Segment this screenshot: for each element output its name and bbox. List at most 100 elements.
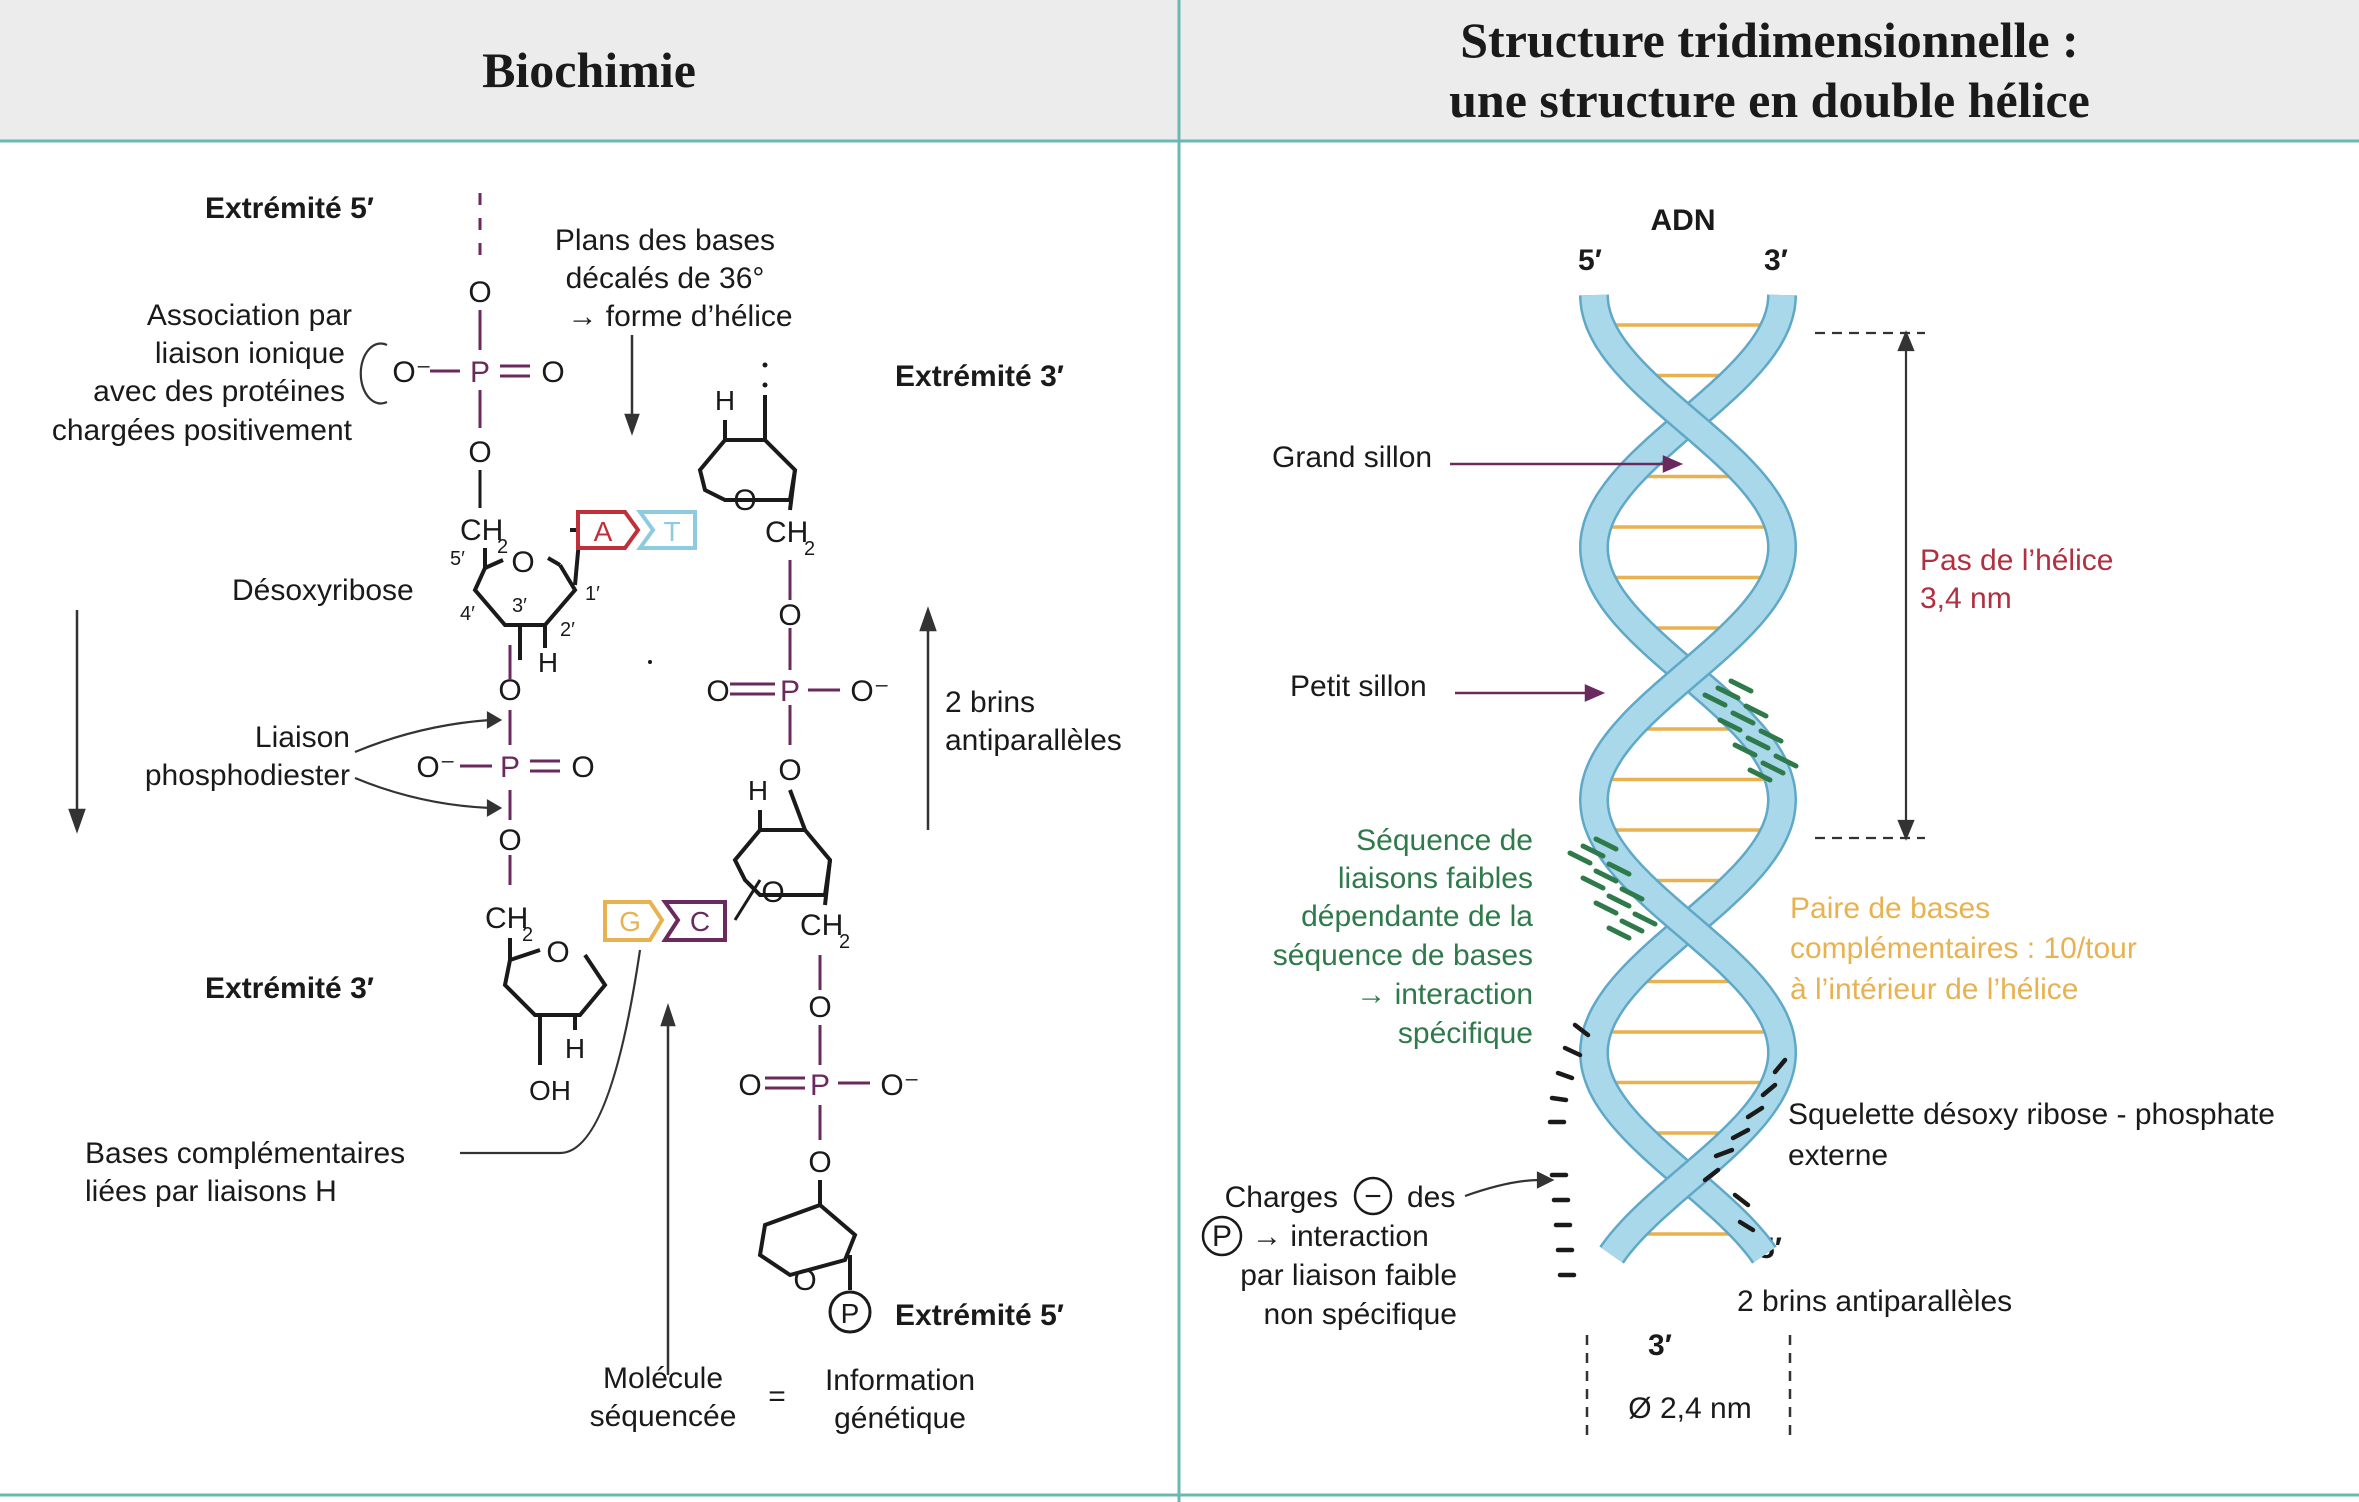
svg-text:O: O [761, 876, 784, 909]
left-panel-title: Biochimie [0, 0, 1178, 140]
svg-text:Charges: Charges [1225, 1181, 1338, 1214]
label-end5-bottom: Extrémité 5′ [895, 1299, 1064, 1332]
label-liaison: Liaison phosphodiester [145, 721, 350, 792]
svg-text:à l’intérieur de l’hélice: à l’intérieur de l’hélice [1790, 973, 2079, 1006]
svg-text:C: C [690, 906, 710, 937]
svg-text:H: H [538, 647, 558, 678]
label-molecule: Molécule séquencée [590, 1362, 737, 1433]
svg-text:→ forme d’hélice: → forme d’hélice [567, 300, 792, 333]
right-strand-backbone-bottom: O O P O⁻ O O P [738, 955, 920, 1334]
svg-text:O: O [793, 1264, 816, 1297]
right-panel-title: Structure tridimensionnelle : une struct… [1180, 0, 2359, 140]
svg-text:O: O [738, 1069, 761, 1102]
sugar-4: CH 2 O H OH [485, 860, 608, 1106]
right-title-line-1: Structure tridimensionnelle : [1460, 12, 2079, 68]
label-association: Association par liaison ionique avec des… [52, 299, 353, 447]
svg-text:O⁻: O⁻ [416, 751, 455, 784]
svg-text:P: P [500, 751, 520, 784]
svg-text:Liaison: Liaison [255, 721, 350, 754]
svg-text:Information: Information [825, 1364, 975, 1397]
label-petit-sillon: Petit sillon [1290, 670, 1427, 703]
svg-text:3,4 nm: 3,4 nm [1920, 582, 2012, 615]
svg-text:G: G [619, 906, 641, 937]
svg-text:O: O [511, 546, 534, 579]
svg-text:Paire de bases: Paire de bases [1790, 892, 1990, 925]
svg-text:H: H [565, 1033, 585, 1064]
left-panel: Extrémité 5′ Extrémité 3′ Extrémité 3′ E… [52, 192, 1122, 1435]
svg-text:Molécule: Molécule [603, 1362, 723, 1395]
svg-text:CH: CH [485, 902, 528, 935]
svg-text:Bases complémentaires: Bases complémentaires [85, 1137, 405, 1170]
svg-text:2: 2 [839, 931, 850, 953]
svg-text:Association par: Association par [147, 299, 352, 332]
svg-text:avec des protéines: avec des protéines [93, 375, 345, 408]
base-pair-AT: A T [576, 510, 697, 550]
svg-text:O: O [498, 674, 521, 707]
svg-text:P: P [780, 675, 800, 708]
svg-text:CH: CH [800, 909, 843, 942]
svg-text:O: O [571, 751, 594, 784]
base-pair-GC: G C [603, 879, 762, 942]
label-information: Information génétique [825, 1364, 975, 1435]
label-desoxyribose: Désoxyribose [232, 574, 414, 607]
svg-text:Séquence de: Séquence de [1356, 824, 1533, 857]
sugar-2: H O CH 2 [697, 362, 815, 560]
helix-strand-a [1581, 294, 1795, 1263]
double-helix [1578, 294, 1798, 1264]
helix-strand-b [1581, 294, 1795, 1263]
annotation-pointers [354, 342, 642, 1155]
specific-bond-marks [1567, 678, 1799, 941]
label-brins-left: 2 brins antiparallèles [945, 686, 1122, 757]
svg-text:O⁻: O⁻ [850, 675, 889, 708]
label-end5-top: Extrémité 5′ [205, 192, 374, 225]
right-title-line-2: une structure en double hélice [1449, 72, 2090, 128]
svg-text:non spécifique: non spécifique [1264, 1298, 1457, 1331]
sugar-3: H O CH 2 [732, 775, 850, 953]
label-bot-3: 3′ [1648, 1329, 1672, 1362]
svg-text:H: H [748, 775, 768, 806]
label-end3-right: Extrémité 3′ [895, 360, 1064, 393]
svg-text:O: O [808, 991, 831, 1024]
label-plans: Plans des bases décalés de 36° → forme d… [555, 224, 793, 333]
label-equals: = [768, 1380, 786, 1413]
svg-text:P: P [810, 1069, 830, 1102]
charges-pointer [1464, 1171, 1555, 1198]
svg-text:H: H [715, 385, 735, 416]
svg-text:liées par liaisons H: liées par liaisons H [85, 1175, 337, 1208]
label-grand-sillon: Grand sillon [1272, 441, 1432, 474]
svg-text:O: O [706, 675, 729, 708]
label-bases-comp: Bases complémentaires liées par liaisons… [85, 1137, 405, 1208]
svg-text:2′: 2′ [560, 619, 575, 641]
svg-text:T: T [663, 516, 680, 547]
svg-text:O: O [498, 824, 521, 857]
svg-text:OH: OH [529, 1075, 571, 1106]
label-diameter: Ø 2,4 nm [1628, 1392, 1751, 1425]
svg-text:5′: 5′ [450, 548, 465, 570]
svg-text:O: O [468, 436, 491, 469]
svg-text:2 brins: 2 brins [945, 686, 1035, 719]
svg-text:CH: CH [460, 514, 503, 547]
groove-pointers [1450, 455, 1684, 702]
label-brins-right: 2 brins antiparallèles [1737, 1285, 2012, 1318]
svg-text:P: P [1212, 1220, 1232, 1253]
svg-text:O⁻: O⁻ [392, 356, 431, 389]
svg-text:2: 2 [804, 538, 815, 560]
svg-text:séquence de bases: séquence de bases [1273, 939, 1533, 972]
svg-text:Pas de l’hélice: Pas de l’hélice [1920, 544, 2113, 577]
pitch-measure [1815, 330, 1925, 841]
svg-text:O: O [541, 356, 564, 389]
svg-text:P: P [470, 356, 490, 389]
svg-text:2: 2 [497, 536, 508, 558]
svg-text:séquencée: séquencée [590, 1400, 737, 1433]
svg-text:antiparallèles: antiparallèles [945, 724, 1122, 757]
svg-text:−: − [1364, 1180, 1382, 1213]
label-sequence: Séquence de liaisons faibles dépendante … [1273, 824, 1534, 1050]
svg-text:O: O [733, 484, 756, 517]
svg-text:A: A [594, 516, 613, 547]
label-pas: Pas de l’hélice 3,4 nm [1920, 544, 2113, 615]
svg-text:liaisons faibles: liaisons faibles [1338, 862, 1533, 895]
svg-text:Squelette désoxy ribose - phos: Squelette désoxy ribose - phosphate [1788, 1098, 2275, 1131]
svg-text:par liaison faible: par liaison faible [1240, 1259, 1457, 1292]
